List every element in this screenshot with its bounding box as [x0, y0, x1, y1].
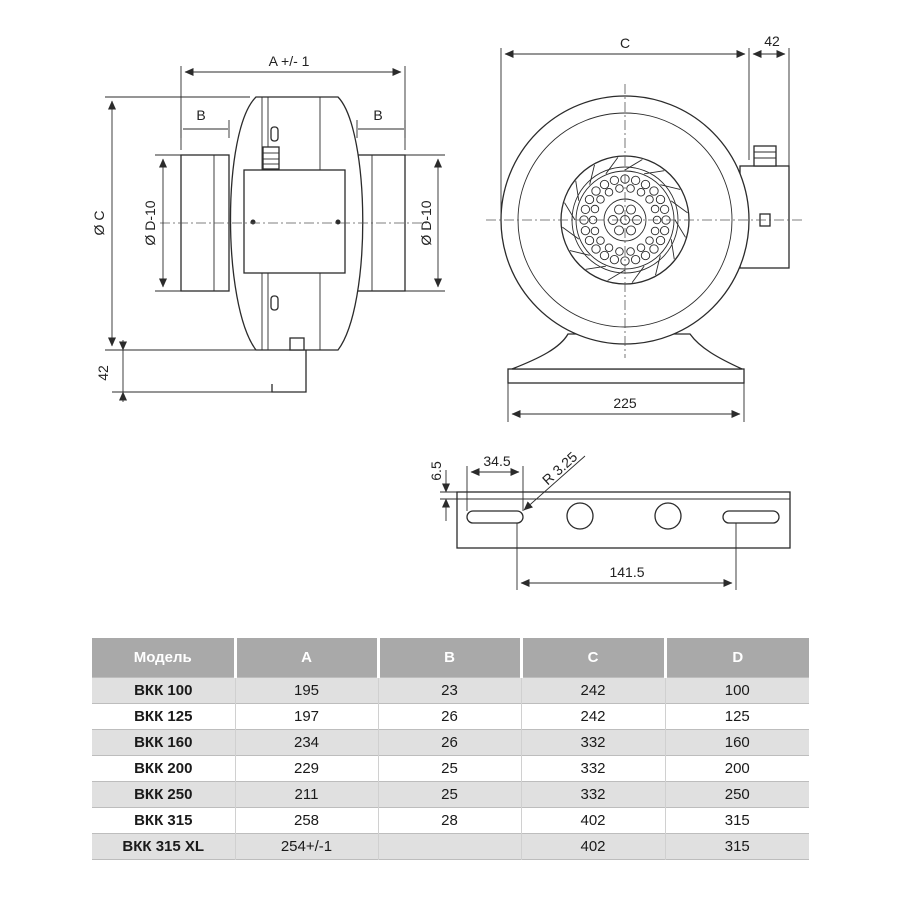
cell-c: 402	[520, 833, 665, 860]
cell-d: 315	[664, 833, 809, 860]
front-view: C 42 225	[486, 33, 805, 422]
dim-front-42-label: 42	[764, 33, 780, 49]
cell-c: 402	[520, 807, 665, 834]
dim-diameter-d-left-label: Ø D-10	[142, 200, 158, 245]
dim-a-label: A +/- 1	[269, 53, 310, 69]
dim-b-right-label: B	[373, 107, 382, 123]
table-row: ВКК 250 211 25 332 250	[92, 781, 809, 808]
dim-bracket-radius-label: R 3.25	[539, 448, 581, 488]
cell-a: 211	[234, 781, 378, 808]
cell-b: 26	[377, 703, 521, 730]
cell-c: 242	[520, 703, 665, 730]
cell-d: 100	[664, 677, 809, 704]
cell-d: 200	[664, 755, 809, 782]
dim-b-left-label: B	[196, 107, 205, 123]
cell-d: 160	[664, 729, 809, 756]
cell-c: 332	[520, 755, 665, 782]
dim-bracket-141-5-label: 141.5	[609, 564, 644, 580]
cell-model: ВКК 315 XL	[92, 833, 235, 860]
technical-drawing: A +/- 1 B B Ø C Ø D-10 Ø D-10 42	[91, 33, 805, 590]
table-row: ВКК 100 195 23 242 100	[92, 677, 809, 704]
impeller-blades	[562, 157, 688, 283]
cell-a: 234	[234, 729, 378, 756]
cell-c: 332	[520, 781, 665, 808]
dim-bracket-34-5-label: 34.5	[483, 453, 510, 469]
cell-b: 28	[377, 807, 521, 834]
dim-diameter-c-label: Ø C	[91, 211, 107, 236]
table-header-row: Модель A B C D	[92, 638, 809, 678]
dim-bracket-6-5-label: 6.5	[428, 461, 444, 481]
cell-d: 125	[664, 703, 809, 730]
cell-b: 23	[377, 677, 521, 704]
cell-c: 332	[520, 729, 665, 756]
side-view: A +/- 1 B B Ø C Ø D-10 Ø D-10 42	[91, 53, 445, 402]
cell-d: 250	[664, 781, 809, 808]
cell-d: 315	[664, 807, 809, 834]
cell-a: 197	[234, 703, 378, 730]
cell-a: 258	[234, 807, 378, 834]
cell-model: ВКК 160	[92, 729, 235, 756]
cell-a: 254+/-1	[234, 833, 378, 860]
header-c: C	[519, 638, 665, 678]
dim-diameter-d-right-label: Ø D-10	[418, 200, 434, 245]
cell-b: 25	[377, 755, 521, 782]
motor-vent-holes	[579, 174, 671, 266]
header-model: Модель	[92, 638, 235, 678]
cell-model: ВКК 250	[92, 781, 235, 808]
dimensions-table: Модель A B C D ВКК 100 195 23 242 100 ВК…	[92, 638, 809, 860]
cell-b	[377, 833, 521, 860]
cell-model: ВКК 125	[134, 708, 193, 725]
cell-b: 26	[377, 729, 521, 756]
bracket-view: 6.5 34.5 R 3.25 141.5	[428, 448, 791, 590]
dim-front-225-label: 225	[613, 395, 637, 411]
table-row: ВКК 125 197 26 242 125	[92, 703, 809, 730]
cell-a: 195	[234, 677, 378, 704]
cell-model: ВКК 315	[134, 812, 193, 829]
dim-front-c-label: C	[620, 35, 630, 51]
dim-42-left-label: 42	[95, 365, 111, 381]
cell-b: 25	[377, 781, 521, 808]
table-row: ВКК 315 258 28 402 315	[92, 807, 809, 834]
motor-centre-holes	[608, 204, 642, 236]
table-row: ВКК 315 XL 254+/-1 402 315	[92, 833, 809, 860]
cell-a: 229	[234, 755, 378, 782]
cell-model: ВКК 100	[92, 677, 235, 704]
header-d: D	[663, 638, 809, 678]
cell-model: ВКК 200	[134, 760, 193, 777]
header-a: A	[233, 638, 378, 678]
cell-c: 242	[520, 677, 665, 704]
table-row: ВКК 160 234 26 332 160	[92, 729, 809, 756]
table-row: ВКК 200 229 25 332 200	[92, 755, 809, 782]
header-b: B	[376, 638, 521, 678]
